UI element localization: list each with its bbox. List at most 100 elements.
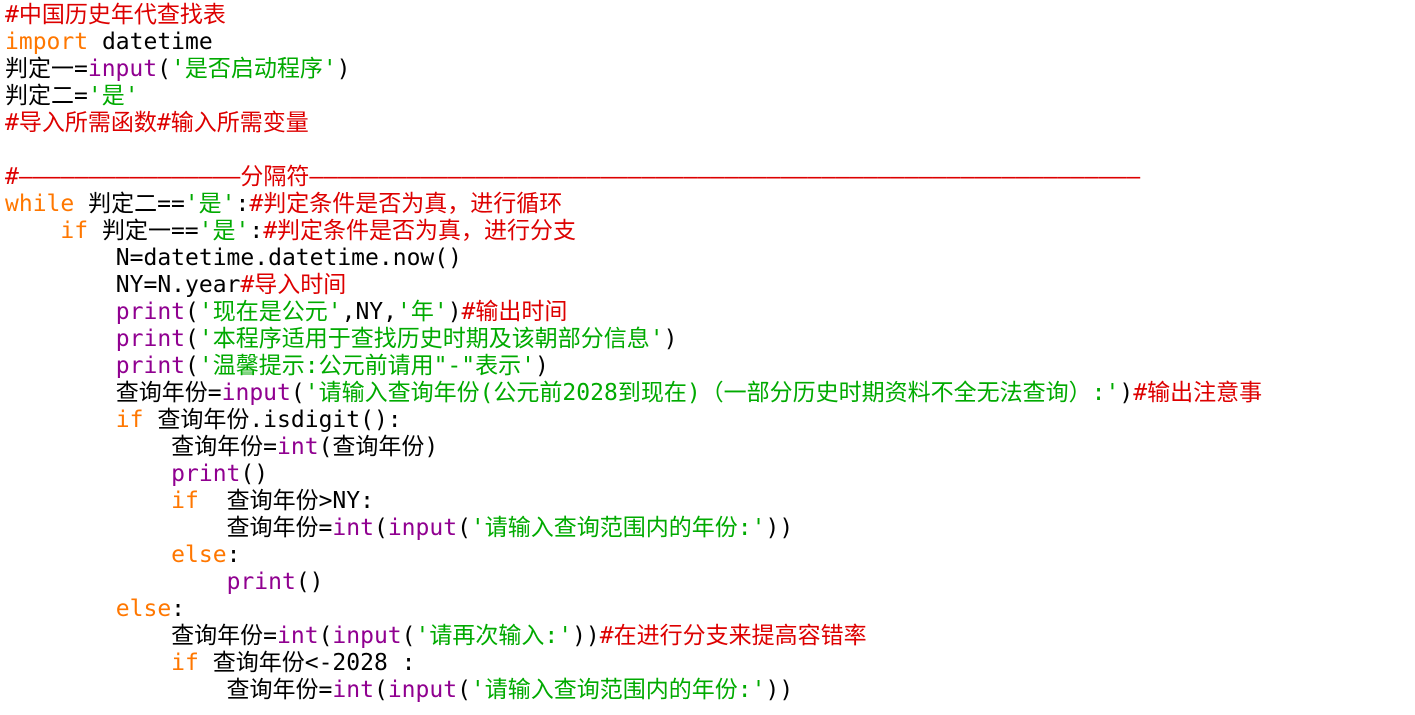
code-token-string: '本程序适用于查找历史时期及该朝部分信息' (198, 326, 664, 352)
code-token-keyword: import (5, 29, 89, 55)
code-token-comment: #导入时间 (240, 272, 347, 298)
code-line[interactable]: print('本程序适用于查找历史时期及该朝部分信息') (5, 326, 1415, 353)
code-token-default: ( (373, 677, 388, 703)
code-token-default (5, 326, 116, 352)
code-token-default: 判定一= (5, 56, 88, 82)
code-token-keyword: if (60, 218, 89, 244)
code-line[interactable]: #————————————————分隔符————————————————————… (5, 164, 1415, 191)
code-line[interactable]: 查询年份=int(input('请再次输入:'))#在进行分支来提高容错率 (5, 623, 1415, 650)
code-line[interactable]: 判定一=input('是否启动程序') (5, 56, 1415, 83)
code-token-default (5, 542, 171, 568)
code-token-default: ( (185, 326, 199, 352)
code-line[interactable]: print() (5, 461, 1415, 488)
code-token-default (5, 569, 227, 595)
code-token-string: '温馨提示:公元前请用"-"表示' (198, 353, 535, 379)
code-line[interactable]: NY=N.year#导入时间 (5, 272, 1415, 299)
code-line[interactable]: while 判定二=='是':#判定条件是否为真，进行循环 (5, 191, 1415, 218)
code-token-string: '请再次输入:' (415, 623, 573, 649)
code-line[interactable]: 查询年份=int(input('请输入查询范围内的年份:')) (5, 677, 1415, 704)
code-token-default (5, 353, 116, 379)
code-line[interactable]: #导入所需函数#输入所需变量 (5, 110, 1415, 137)
code-token-comment: #判定条件是否为真，进行循环 (249, 191, 563, 217)
code-token-string: '现在是公元' (198, 299, 342, 325)
code-token-builtin: print (226, 569, 296, 595)
code-token-default: 查询年份= (5, 677, 333, 703)
code-token-default: 查询年份= (5, 380, 222, 406)
code-token-builtin: input (387, 515, 458, 541)
code-token-default (5, 218, 60, 244)
code-line[interactable]: if 查询年份<-2028 : (5, 650, 1415, 677)
code-token-default: 查询年份<-2028 : (198, 650, 416, 676)
code-token-default (5, 299, 116, 325)
code-token-default: N=datetime.datetime.now() (5, 245, 462, 271)
code-token-builtin: int (332, 677, 374, 703)
code-token-default: 判定二== (74, 191, 185, 217)
code-token-comment: #导入所需函数#输入所需变量 (5, 110, 309, 136)
code-token-builtin: input (87, 56, 158, 82)
code-token-string: '是' (184, 191, 236, 217)
code-token-keyword: if (171, 650, 199, 676)
code-line[interactable]: 判定二='是' (5, 83, 1415, 110)
code-token-default (5, 596, 116, 622)
code-token-default: ( (185, 353, 199, 379)
code-token-default: datetime (88, 29, 213, 55)
code-token-default (5, 488, 171, 514)
code-token-default: ( (373, 515, 388, 541)
code-token-default: ) (447, 299, 462, 325)
code-token-default: ( (185, 299, 199, 325)
code-token-default: 判定二= (5, 83, 88, 109)
code-token-default: )) (765, 515, 794, 541)
code-line[interactable]: if 判定一=='是':#判定条件是否为真，进行分支 (5, 218, 1415, 245)
code-line[interactable]: if 查询年份.isdigit(): (5, 407, 1415, 434)
code-token-keyword: else (171, 542, 227, 568)
code-token-default: ( (457, 515, 471, 541)
code-line[interactable]: 查询年份=int(input('请输入查询范围内的年份:')) (5, 515, 1415, 542)
code-line[interactable]: #中国历史年代查找表 (5, 2, 1415, 29)
code-token-default: : (226, 542, 241, 568)
code-token-default: 查询年份= (5, 515, 333, 541)
code-token-builtin: print (115, 299, 186, 325)
code-token-comment: #输出时间 (461, 299, 568, 325)
code-line[interactable]: else: (5, 596, 1415, 623)
code-token-string: '年' (396, 299, 448, 325)
code-token-default: ( (318, 623, 333, 649)
code-token-string: '请输入查询年份(公元前2028到现在)（一部分历史时期资料不全无法查询）:' (304, 380, 1120, 406)
code-token-default: (查询年份) (318, 434, 439, 460)
code-token-builtin: int (277, 623, 319, 649)
code-line[interactable]: if 查询年份>NY: (5, 488, 1415, 515)
code-token-default (5, 407, 116, 433)
code-token-default: 判定一== (88, 218, 199, 244)
code-line[interactable]: else: (5, 542, 1415, 569)
code-token-default: : (249, 218, 264, 244)
code-line[interactable]: print('温馨提示:公元前请用"-"表示') (5, 353, 1415, 380)
code-token-default: ) (534, 353, 549, 379)
code-token-comment: #输出注意事 (1133, 380, 1263, 406)
code-token-default: )) (765, 677, 794, 703)
code-token-keyword: if (115, 407, 144, 433)
code-line[interactable]: import datetime (5, 29, 1415, 56)
code-token-default: 查询年份= (5, 623, 278, 649)
code-token-string: '是' (198, 218, 250, 244)
code-token-builtin: input (387, 677, 458, 703)
code-token-default: ( (290, 380, 305, 406)
code-token-string: '请输入查询范围内的年份:' (470, 515, 766, 541)
code-token-comment: #————————————————分隔符————————————————————… (5, 164, 1141, 190)
code-line[interactable]: print('现在是公元',NY,'年')#输出时间 (5, 299, 1415, 326)
code-line[interactable] (5, 137, 1415, 164)
code-line[interactable]: 查询年份=int(查询年份) (5, 434, 1415, 461)
code-token-keyword: if (171, 488, 199, 514)
code-line[interactable]: 查询年份=input('请输入查询年份(公元前2028到现在)（一部分历史时期资… (5, 380, 1415, 407)
code-token-default: )) (572, 623, 600, 649)
code-token-keyword: while (5, 191, 75, 217)
code-token-builtin: int (277, 434, 319, 460)
code-token-default: : (235, 191, 250, 217)
code-token-default: NY=N.year (5, 272, 241, 298)
code-token-builtin: print (171, 461, 241, 487)
code-token-default: : (171, 596, 186, 622)
code-line[interactable]: print() (5, 569, 1415, 596)
code-line[interactable]: N=datetime.datetime.now() (5, 245, 1415, 272)
code-token-default (5, 650, 171, 676)
code-token-default: ,NY, (341, 299, 397, 325)
code-token-default: 查询年份.isdigit(): (143, 407, 402, 433)
